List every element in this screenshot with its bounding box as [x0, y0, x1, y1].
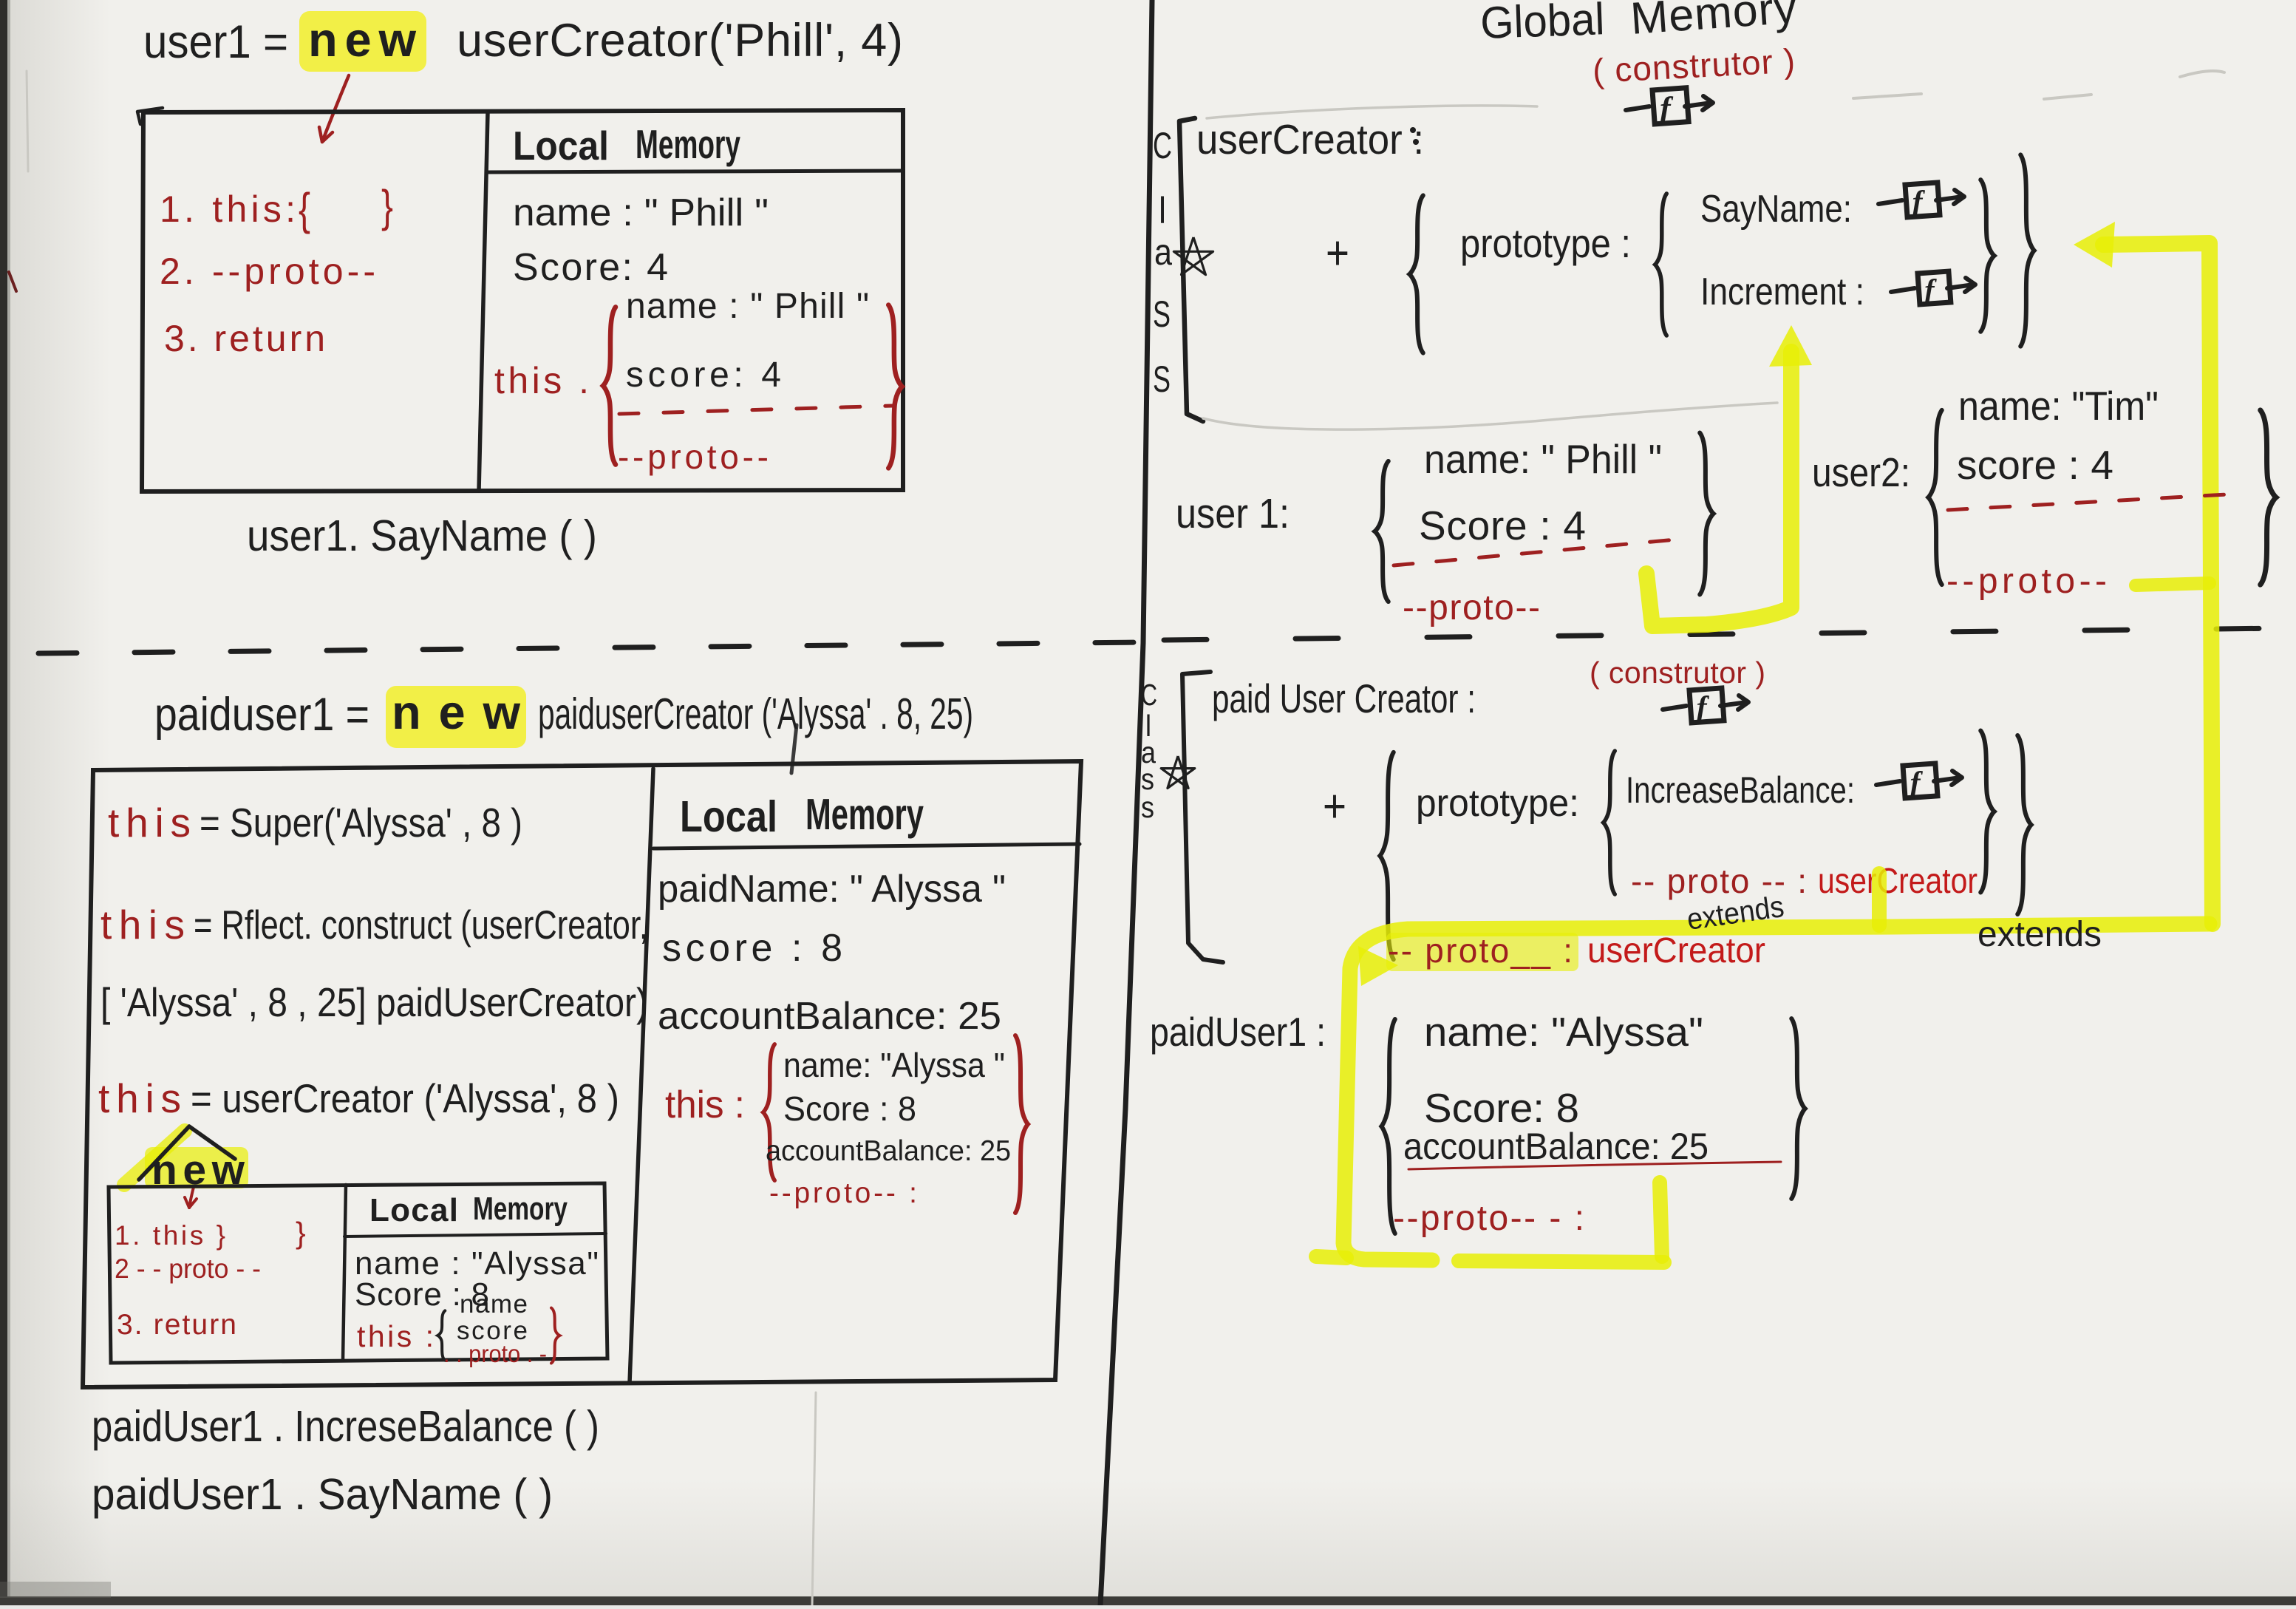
svg-text:new: new [308, 13, 416, 67]
svg-text:this :: this : [665, 1084, 745, 1126]
svg-text:name: "Tim": name: "Tim" [1958, 383, 2159, 429]
svg-text:}: } [296, 1216, 306, 1250]
svg-text:Memory: Memory [473, 1191, 568, 1227]
svg-text:paidName: " Alyssa ": paidName: " Alyssa " [658, 868, 1006, 911]
svg-text:--proto--: --proto-- [1403, 588, 1540, 627]
svg-text:Score : 8: Score : 8 [355, 1276, 489, 1313]
svg-text:Score : 8: Score : 8 [783, 1089, 916, 1128]
svg-text:new: new [392, 685, 520, 739]
svg-text:2 - - proto - -: 2 - - proto - - [115, 1253, 261, 1284]
svg-text:l: l [1159, 190, 1166, 231]
svg-text:userCreator('Phill', 4): userCreator('Phill', 4) [457, 15, 903, 67]
svg-text:score : 8: score : 8 [662, 927, 842, 970]
svg-text:score: 4: score: 4 [626, 356, 781, 395]
svg-text:name : " Phill ": name : " Phill " [626, 287, 869, 326]
svg-text:--proto-- - :: --proto-- - : [1393, 1199, 1584, 1238]
svg-text:C: C [1141, 678, 1157, 712]
svg-text:s: s [1141, 790, 1154, 824]
svg-text:S: S [1153, 293, 1171, 335]
svg-text:Increment :: Increment : [1700, 271, 1864, 313]
svg-text:. . proto . -: . . proto . - [443, 1340, 547, 1367]
svg-text:paiduser1 =: paiduser1 = [154, 689, 369, 741]
svg-text:paidUser1 :: paidUser1 : [1150, 1009, 1326, 1055]
svg-text:}: } [381, 181, 393, 231]
svg-text:Memory: Memory [636, 121, 740, 167]
svg-text:f: f [1924, 273, 1937, 306]
svg-text:= Rflect. construct (userCreat: = Rflect. construct (userCreator, [194, 902, 648, 948]
svg-text:f: f [1910, 766, 1924, 800]
svg-text:user1. SayName ( ): user1. SayName ( ) [247, 511, 597, 560]
svg-text:[ 'Alyssa' , 8 , 25] paidUser: [ 'Alyssa' , 8 , 25] paidUserCreator) [101, 979, 648, 1025]
svg-text:name: "Alyssa ": name: "Alyssa " [783, 1046, 1005, 1084]
svg-text:userCreator: userCreator [1818, 862, 1978, 901]
svg-text:{: { [299, 184, 310, 234]
svg-text:name : "Alyssa": name : "Alyssa" [355, 1245, 599, 1282]
svg-text:userCreator: userCreator [1587, 931, 1765, 970]
svg-text:Local: Local [680, 792, 777, 841]
svg-text:accountBalance: 25: accountBalance: 25 [1403, 1126, 1709, 1167]
svg-text:name: "Alyssa": name: "Alyssa" [1424, 1009, 1703, 1055]
svg-text:--proto--: --proto-- [618, 438, 769, 476]
svg-text:1. this }: 1. this } [115, 1220, 225, 1251]
svg-text:Local: Local [369, 1192, 458, 1228]
svg-text:f: f [1912, 186, 1926, 220]
svg-text:( construtor ): ( construtor ) [1590, 656, 1765, 690]
svg-text:= Super('Alyssa' , 8 ): = Super('Alyssa' , 8 ) [200, 800, 522, 846]
svg-text:s: s [1141, 762, 1154, 796]
svg-text:1. this:: 1. this: [160, 188, 296, 230]
svg-text:3. return: 3. return [164, 318, 325, 359]
svg-text:user 1:: user 1: [1176, 490, 1290, 537]
svg-text:f: f [1660, 91, 1674, 126]
svg-text:Score : 4: Score : 4 [1419, 503, 1586, 548]
svg-text:extends: extends [1978, 915, 2102, 954]
svg-text:name: " Phill ": name: " Phill " [1424, 436, 1662, 482]
svg-text:+: + [1323, 780, 1346, 832]
svg-text:accountBalance: 25: accountBalance: 25 [658, 995, 1001, 1038]
svg-text:score: score [457, 1316, 528, 1345]
svg-text:accountBalance: 25: accountBalance: 25 [766, 1135, 1011, 1167]
svg-text:Memory: Memory [805, 790, 924, 839]
svg-text:a: a [1154, 231, 1172, 273]
svg-text:Score: 8: Score: 8 [1424, 1085, 1579, 1131]
svg-text:IncreaseBalance:: IncreaseBalance: [1626, 769, 1855, 811]
svg-text:f: f [1697, 691, 1710, 725]
svg-text:--proto--: --proto-- [1946, 562, 2107, 601]
svg-text:prototype :: prototype : [1460, 220, 1631, 266]
svg-text:+: + [1326, 225, 1349, 279]
svg-text:score : 4: score : 4 [1957, 442, 2113, 488]
svg-text:paid User Creator :: paid User Creator : [1212, 676, 1476, 721]
svg-text:userCreator :: userCreator : [1196, 116, 1424, 163]
svg-text:user1 =: user1 = [143, 16, 288, 68]
svg-text:prototype:: prototype: [1416, 782, 1579, 825]
svg-text:-- proto__ :: -- proto__ : [1388, 931, 1573, 970]
svg-text:name: name [460, 1290, 528, 1319]
svg-text:l: l [1145, 709, 1151, 743]
svg-text:Local: Local [513, 123, 609, 169]
svg-text:C: C [1153, 125, 1172, 166]
svg-text:SayName:: SayName: [1700, 188, 1852, 231]
svg-text:= userCreator ('Alyssa', 8 ): = userCreator ('Alyssa', 8 ) [191, 1075, 619, 1121]
svg-text:a: a [1141, 735, 1156, 769]
svg-text:paidUser1 . SayName ( ): paidUser1 . SayName ( ) [92, 1470, 553, 1519]
svg-text:user2:: user2: [1812, 449, 1910, 495]
svg-text:paiduserCreator ('Alyssa' . 8,: paiduserCreator ('Alyssa' . 8, 25) [538, 690, 973, 738]
svg-text:Global: Global [1479, 0, 1605, 48]
svg-text:3. return: 3. return [117, 1309, 236, 1341]
svg-text:paidUser1 . IncreseBalance (: paidUser1 . IncreseBalance ( ) [92, 1402, 599, 1451]
svg-text:Score: 4: Score: 4 [513, 246, 668, 289]
svg-text:name : " Phill ": name : " Phill " [513, 191, 769, 234]
svg-text:S: S [1153, 358, 1171, 400]
